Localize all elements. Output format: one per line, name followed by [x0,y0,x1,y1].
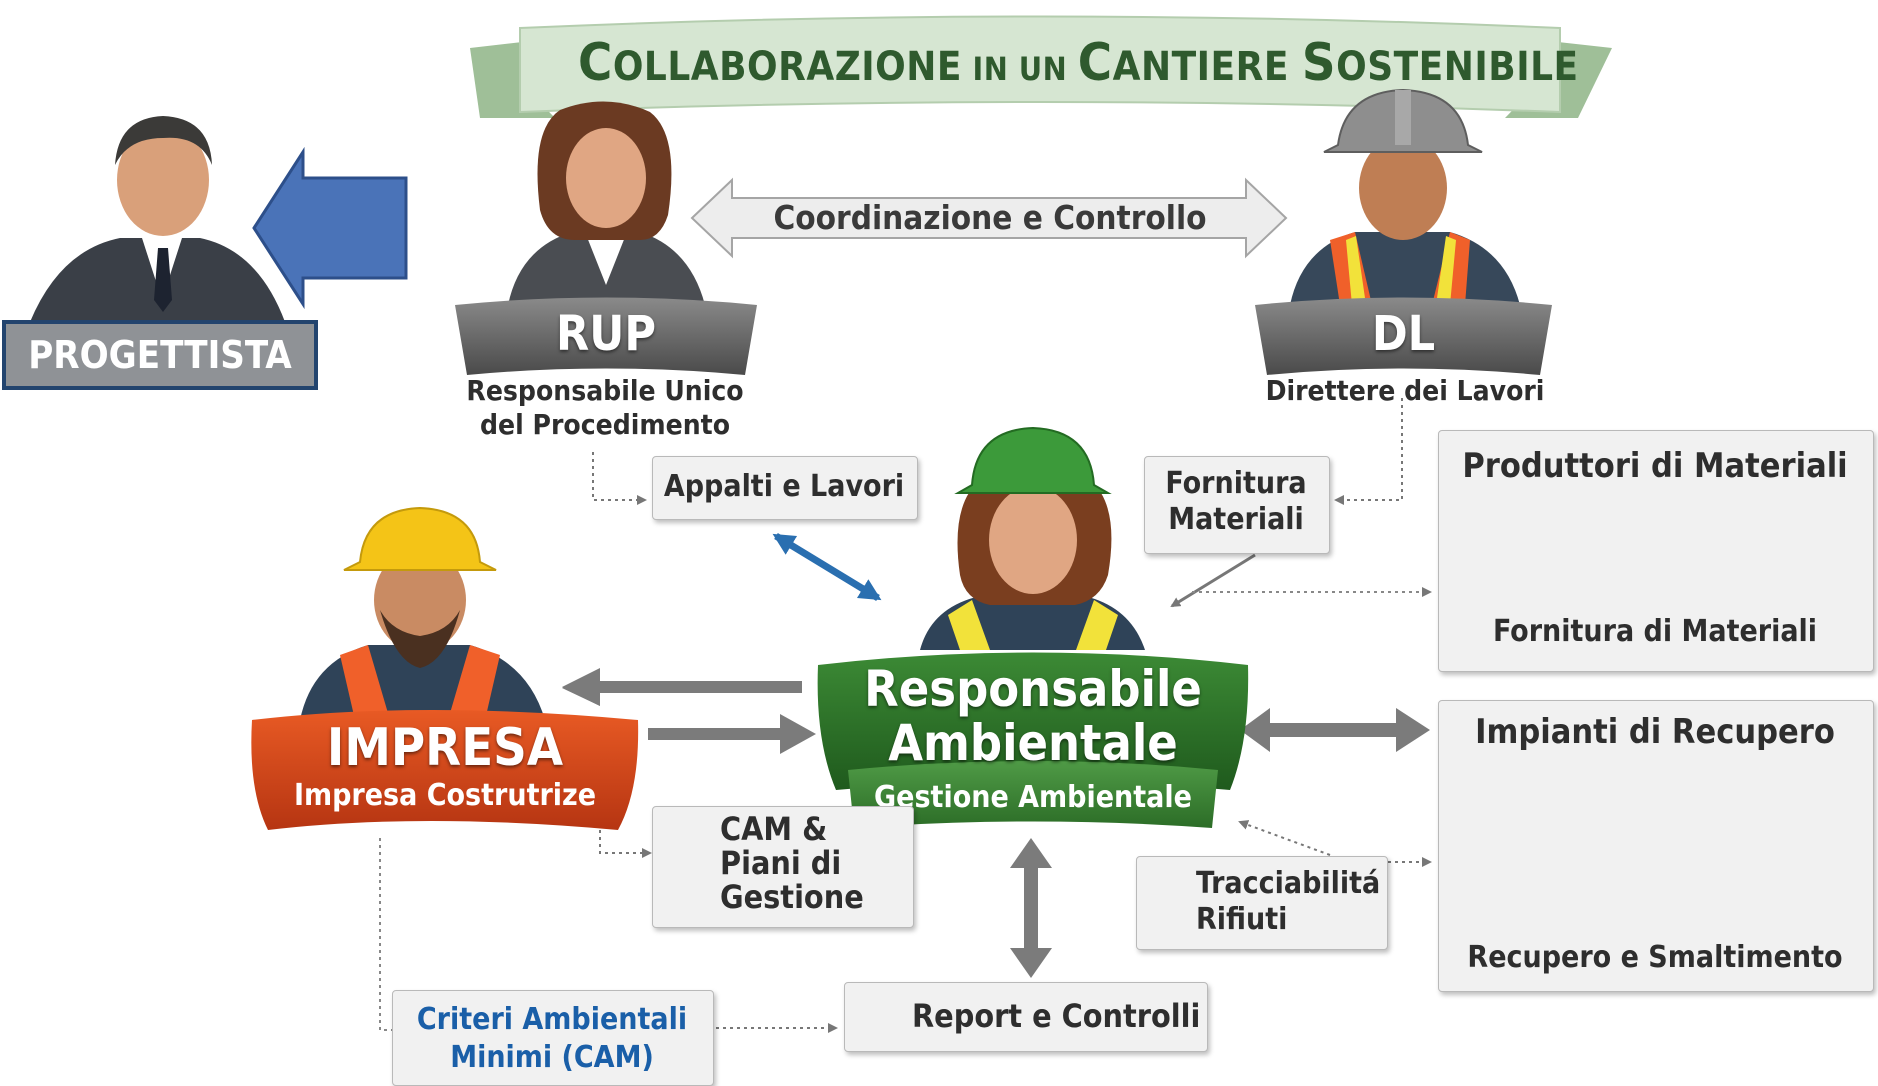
tracciabilita-line2: Rifiuti [1196,902,1288,937]
responsabile-line1: Responsabile [864,660,1202,718]
impresa-to-cam-connector [599,830,652,858]
responsabile-subtitle: Gestione Ambientale [874,780,1192,815]
produttori-title: Produttori di Materiali [1462,446,1848,486]
dl-subtitle: Direttere dei Lavori [1265,374,1545,407]
banner-title-part: OLLABORAZIONE [612,44,962,90]
banner-title-part: ANTIERE [1112,44,1302,90]
dl-label: DL [1371,306,1436,362]
appalti-label: Appalti e Lavori [663,469,905,504]
impresa-subtitle: Impresa Costrutrize [293,778,597,813]
dl-figure [1290,88,1520,305]
banner-title-part: C [1077,33,1113,93]
responsabile-impianti-shaft [1270,723,1396,737]
impresa-to-responsabile-shaft [648,728,780,740]
banner-title: COLLABORAZIONE IN UN CANTIERE SOSTENIBIL… [578,28,1578,98]
fornitura-to-responsabile-arrow [1170,553,1256,608]
impianti-title: Impianti di Recupero [1475,712,1835,752]
rup-label: RUP [556,306,656,362]
coordination-label: Coordinazione e Controllo [773,198,1207,237]
appalti-box [652,456,918,520]
impresa-badge-shape [251,710,639,830]
cam-piani-line1: CAM & [720,810,828,848]
responsabile-report-shaft [1024,866,1038,950]
rup-to-appalti-connector [592,452,647,505]
impianti-caption: Recupero e Smaltimento [1467,940,1843,975]
responsabile-line2: Ambientale [888,714,1178,772]
rup-subtitle-line2: del Procedimento [479,408,731,441]
impresa-label: IMPRESA [326,718,564,778]
responsabile-figure [920,426,1145,650]
responsabile-badge-shape [817,652,1249,790]
cam-piani-line3: Gestione [720,878,864,916]
progettista-label: PROGETTISTA [28,333,292,377]
progettista-figure [30,116,285,322]
fornitura-box [1144,456,1330,554]
rup-subtitle-line1: Responsabile Unico [466,374,744,407]
dl-badge-shape [1255,297,1552,375]
fornitura-line1: Fornitura [1165,466,1307,501]
criteri-line2: Minimi (CAM) [450,1040,654,1075]
title-banner-ribbon [470,15,1612,118]
rup-figure [508,101,705,305]
impresa-figure [300,506,545,720]
rup-badge-shape [455,297,757,375]
progettista-arrow [252,146,408,310]
criteri-line1: Criteri Ambientali [416,1002,688,1037]
banner-title-part: C [578,33,613,93]
banner-title-part: OSTENIBILE [1336,44,1579,90]
produttori-caption: Fornitura di Materiali [1492,614,1818,649]
progettista-label-box [2,320,318,390]
cam-piani-box [652,806,914,928]
fornitura-line2: Materiali [1168,502,1304,537]
tracciabilita-line1: Tracciabilitá [1196,866,1381,901]
appalti-responsabile-arrow [772,533,882,601]
criteri-box [392,990,714,1086]
tracciabilita-to-responsabile-connector [1238,820,1331,856]
impresa-to-responsabile-arrowhead [780,714,816,754]
report-label: Report e Controlli [912,997,1201,1035]
banner-title-part: IN UN [961,50,1078,88]
produttori-box [1438,430,1874,672]
banner-title-part: S [1301,33,1337,93]
report-box [844,982,1208,1052]
responsabile-to-impresa-shaft [600,681,802,693]
dl-to-fornitura-connector [1334,398,1403,505]
tracciabilita-box [1136,856,1388,950]
coordination-arrow [690,177,1288,259]
impresa-to-criteri-connector [379,838,392,1031]
cam-piani-line2: Piani di [720,844,842,882]
impianti-box [1438,700,1874,992]
responsabile-sub-band [848,761,1218,828]
